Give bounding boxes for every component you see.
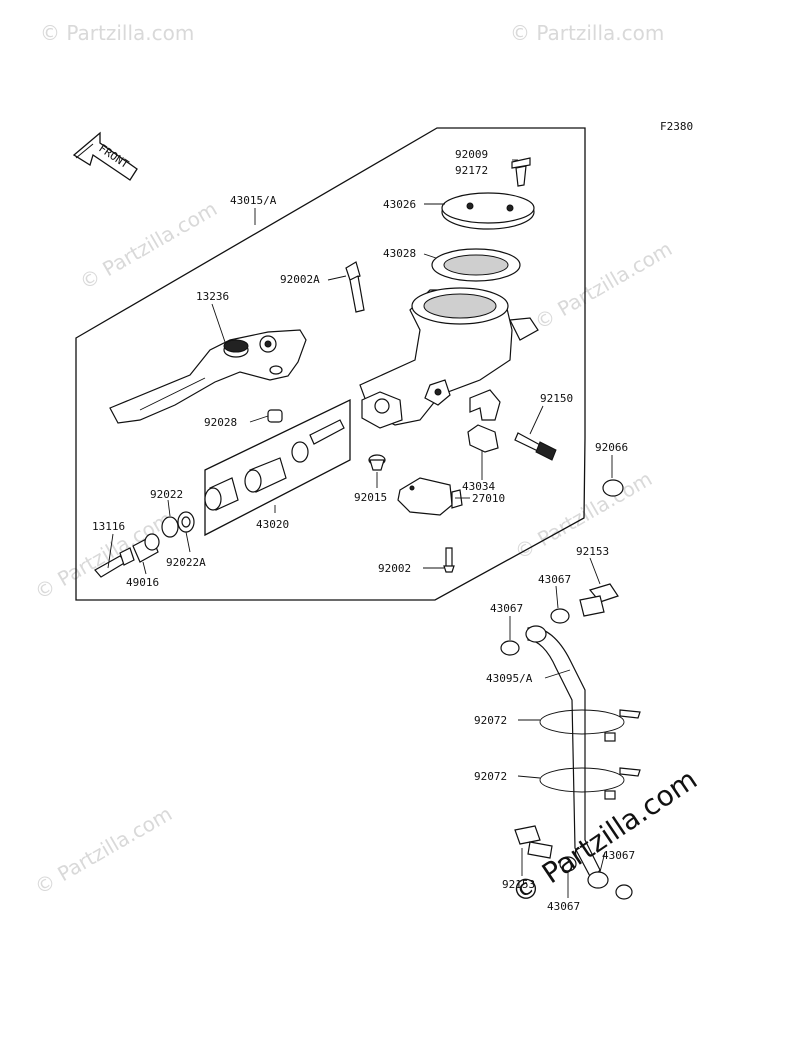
washer-upper-right bbox=[550, 608, 570, 624]
part-labels: 92009 92172 43026 43015/A 43028 92002A 1… bbox=[92, 148, 635, 913]
circlip bbox=[161, 516, 179, 538]
hose-clamp-upper bbox=[539, 709, 641, 742]
washer-upper-left bbox=[500, 640, 520, 656]
part-label: 92028 bbox=[204, 416, 237, 429]
part-label: 92153 bbox=[576, 545, 609, 558]
part-label: 49016 bbox=[126, 576, 159, 589]
bracket-screw bbox=[345, 261, 365, 313]
part-label: 92172 bbox=[455, 164, 488, 177]
part-label: 43067 bbox=[490, 602, 523, 615]
part-label: 43067 bbox=[547, 900, 580, 913]
part-label: 92015 bbox=[354, 491, 387, 504]
part-label: 43067 bbox=[602, 849, 635, 862]
part-label: 43026 bbox=[383, 198, 416, 211]
watermark: © Partzilla.com bbox=[76, 196, 222, 294]
washer-hole bbox=[181, 516, 191, 528]
cap-screw bbox=[511, 157, 531, 187]
part-label: 13236 bbox=[196, 290, 229, 303]
leader-lines bbox=[107, 159, 613, 898]
hose-clamp-lower bbox=[539, 767, 641, 800]
part-label: 92009 bbox=[455, 148, 488, 161]
part-label: 27010 bbox=[472, 492, 505, 505]
part-label: 13116 bbox=[92, 520, 125, 533]
watermark: © Partzilla.com bbox=[31, 801, 177, 899]
banjo-bolt-upper bbox=[579, 583, 619, 617]
pivot-collar bbox=[267, 409, 283, 423]
bolt-cap bbox=[602, 479, 624, 497]
handlebar-clamp bbox=[467, 389, 501, 453]
washer-lower-right bbox=[615, 884, 633, 900]
part-label: 92153 bbox=[502, 878, 535, 891]
part-label: 43034 bbox=[462, 480, 495, 493]
part-label: 43015/A bbox=[230, 194, 277, 207]
watermark: © Partzilla.com bbox=[531, 236, 677, 334]
piston-kit-frame bbox=[204, 398, 351, 537]
figure-code: F2380 bbox=[660, 120, 693, 133]
part-label: 92150 bbox=[540, 392, 573, 405]
front-arrow-icon: FRONT bbox=[72, 131, 138, 181]
part-label: 92002A bbox=[280, 273, 320, 286]
master-cylinder-body bbox=[359, 287, 539, 429]
part-label: 43067 bbox=[538, 573, 571, 586]
grommet bbox=[368, 454, 386, 471]
banjo-bolt-lower bbox=[514, 825, 553, 859]
part-label: 92072 bbox=[474, 714, 507, 727]
part-label: 92022 bbox=[150, 488, 183, 501]
assembly-frame bbox=[75, 127, 586, 601]
push-rod bbox=[94, 547, 135, 578]
part-label: 92022A bbox=[166, 556, 206, 569]
reservoir-diaphragm bbox=[431, 248, 521, 282]
part-label: 43028 bbox=[383, 247, 416, 260]
dust-boot bbox=[132, 533, 160, 563]
clamp-bolt bbox=[514, 432, 557, 461]
part-label: 43020 bbox=[256, 518, 289, 531]
reservoir-cap bbox=[441, 192, 535, 230]
brake-hose bbox=[525, 625, 609, 889]
switch-screw bbox=[443, 547, 455, 573]
brake-light-switch bbox=[397, 477, 463, 516]
part-label: 92066 bbox=[595, 441, 628, 454]
piston-kit bbox=[204, 419, 345, 511]
part-label: 92002 bbox=[378, 562, 411, 575]
brake-lever bbox=[109, 329, 307, 424]
part-label: 43095/A bbox=[486, 672, 533, 685]
watermark: © Partzilla.com bbox=[40, 21, 194, 45]
watermark: © Partzilla.com bbox=[510, 21, 664, 45]
washer-lower-left bbox=[559, 856, 577, 872]
part-label: 92072 bbox=[474, 770, 507, 783]
